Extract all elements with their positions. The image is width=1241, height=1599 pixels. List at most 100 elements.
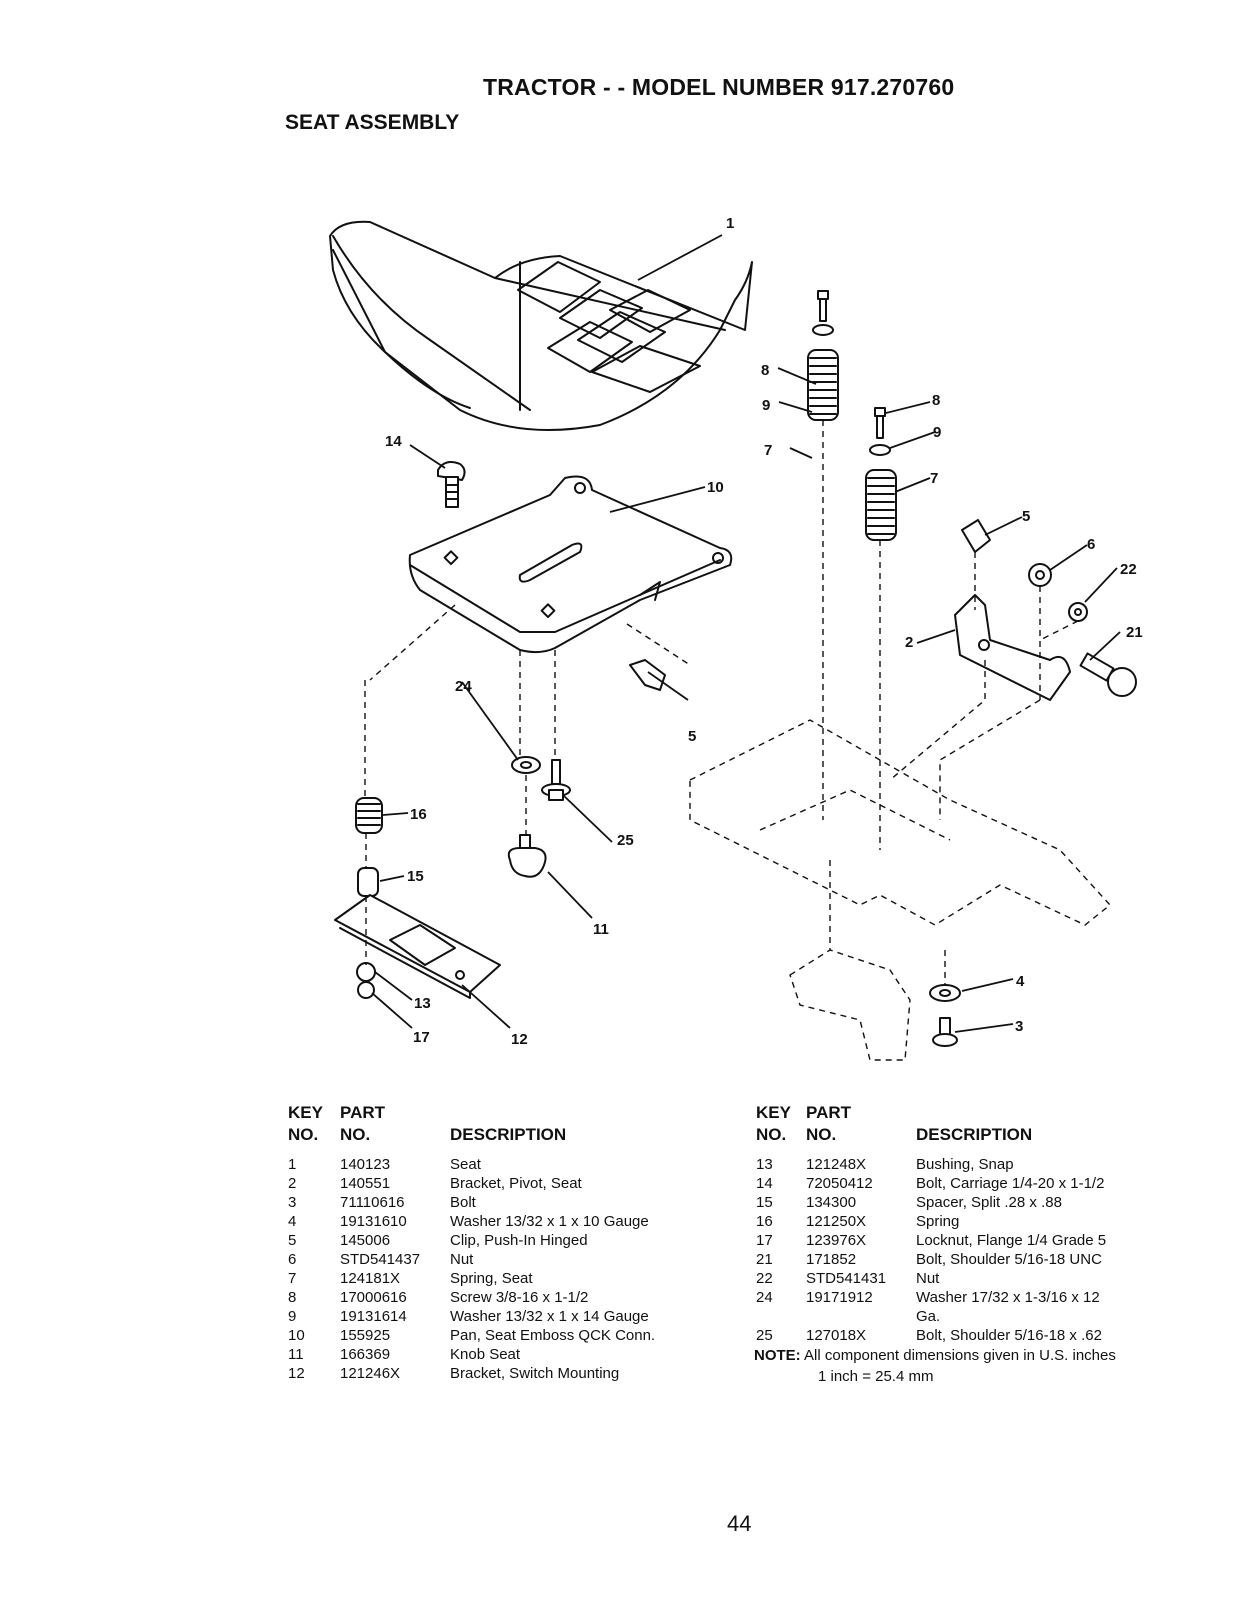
- key-no: 25: [756, 1327, 773, 1344]
- bolt-3-drawing: [932, 1017, 958, 1047]
- description: Screw 3/8-16 x 1-1/2: [450, 1289, 589, 1306]
- part-no: 19131610: [340, 1213, 407, 1230]
- part-no: 171852: [806, 1251, 857, 1268]
- key-no: 5: [288, 1232, 297, 1249]
- header-description: DESCRIPTION: [916, 1125, 1033, 1144]
- callout-11: 11: [593, 921, 609, 938]
- part-no: 121248X: [806, 1156, 867, 1173]
- callout-15: 15: [407, 868, 424, 885]
- leader-lines: [371, 234, 1121, 1033]
- callout-6: 6: [1087, 536, 1095, 553]
- header-description: DESCRIPTION: [450, 1125, 567, 1144]
- callout-16: 16: [410, 806, 427, 823]
- callout-5-left: 5: [688, 728, 696, 745]
- knob-drawing: [507, 834, 547, 878]
- description: Pan, Seat Emboss QCK Conn.: [450, 1327, 656, 1344]
- header-part: PART: [340, 1103, 386, 1122]
- header-part: PART: [806, 1103, 852, 1122]
- callout-8-right: 8: [932, 392, 940, 409]
- key-no: 1: [288, 1156, 297, 1173]
- description: Bolt, Carriage 1/4-20 x 1-1/2: [916, 1175, 1105, 1192]
- bolt-21-drawing: [1079, 652, 1137, 697]
- callout-9-left: 9: [762, 397, 770, 414]
- header-key: KEY: [288, 1103, 323, 1122]
- part-no: 145006: [340, 1232, 391, 1249]
- key-no: 4: [288, 1213, 297, 1230]
- part-no: 155925: [340, 1327, 391, 1344]
- part-no: 140123: [340, 1156, 391, 1173]
- part-no: 140551: [340, 1175, 391, 1192]
- callout-8-left: 8: [761, 362, 769, 379]
- part-no: 19131614: [340, 1308, 407, 1325]
- key-no: 7: [288, 1270, 297, 1287]
- callout-25: 25: [617, 832, 634, 849]
- callout-10: 10: [707, 479, 724, 496]
- description: Spring, Seat: [450, 1270, 533, 1287]
- callout-13: 13: [414, 995, 431, 1012]
- nut-6-drawing: [1028, 563, 1052, 587]
- description: Washer 13/32 x 1 x 10 Gauge: [450, 1213, 649, 1230]
- callout-12: 12: [511, 1031, 528, 1048]
- callout-21: 21: [1126, 624, 1143, 641]
- description: Bolt, Shoulder 5/16-18 x .62: [916, 1327, 1102, 1344]
- callout-2: 2: [905, 634, 913, 651]
- description: Spring: [916, 1213, 960, 1230]
- description: Bracket, Switch Mounting: [450, 1365, 620, 1382]
- page-number: 44: [727, 1511, 752, 1536]
- spring-stack-right-drawing: [865, 407, 897, 541]
- part-no: 121246X: [340, 1365, 401, 1382]
- key-no: 16: [756, 1213, 773, 1230]
- key-no: 2: [288, 1175, 297, 1192]
- part-no: STD541431: [806, 1270, 887, 1287]
- part-no: 17000616: [340, 1289, 407, 1306]
- key-no: 3: [288, 1194, 297, 1211]
- clip-right-drawing: [961, 519, 991, 553]
- spring-stack-left-drawing: [807, 290, 839, 421]
- header-key-no: NO.: [756, 1125, 787, 1144]
- description: Ga.: [916, 1308, 941, 1325]
- callout-17: 17: [413, 1029, 430, 1046]
- description: Locknut, Flange 1/4 Grade 5: [916, 1232, 1107, 1249]
- description: Knob Seat: [450, 1346, 521, 1363]
- key-no: 8: [288, 1289, 297, 1306]
- description: Spacer, Split .28 x .88: [916, 1194, 1062, 1211]
- callout-5-right: 5: [1022, 508, 1030, 525]
- callout-labels: 1 8 9 8 9 7 7 14 10 5 6 22 21 2 24 5 16 …: [385, 215, 1143, 1048]
- washer-4-drawing: [929, 984, 961, 1002]
- callout-3: 3: [1015, 1018, 1023, 1035]
- part-no: 71110616: [340, 1194, 405, 1211]
- description: Washer 13/32 x 1 x 14 Gauge: [450, 1308, 649, 1325]
- key-no: 13: [756, 1156, 773, 1173]
- carriage-bolt-drawing: [437, 461, 466, 508]
- part-no: 121250X: [806, 1213, 867, 1230]
- key-no: 14: [756, 1175, 773, 1192]
- callout-1: 1: [726, 215, 734, 232]
- description: Clip, Push-In Hinged: [450, 1232, 588, 1249]
- header-part-no: NO.: [806, 1125, 837, 1144]
- switch-bracket-drawing: [334, 894, 501, 999]
- seat-drawing: [329, 220, 753, 431]
- callout-24: 24: [455, 678, 472, 695]
- spacer-drawing: [357, 867, 379, 897]
- key-no: 21: [756, 1251, 773, 1268]
- key-no: 6: [288, 1251, 297, 1268]
- bushing-drawing: [356, 962, 376, 982]
- key-no: 9: [288, 1308, 297, 1325]
- description: Nut: [450, 1251, 474, 1268]
- note-label: NOTE:: [754, 1347, 801, 1364]
- dimensions-note: NOTE: All component dimensions given in …: [754, 1347, 1116, 1364]
- header-part-no: NO.: [340, 1125, 371, 1144]
- part-no: 124181X: [340, 1270, 401, 1287]
- description: Bushing, Snap: [916, 1156, 1014, 1173]
- part-no: 19171912: [806, 1289, 873, 1306]
- description: Bracket, Pivot, Seat: [450, 1175, 582, 1192]
- part-no: STD541437: [340, 1251, 421, 1268]
- description: Bolt: [450, 1194, 476, 1211]
- locknut-drawing: [357, 981, 375, 999]
- key-no: 15: [756, 1194, 773, 1211]
- callout-7-left: 7: [764, 442, 772, 459]
- key-no: 12: [288, 1365, 305, 1382]
- description: Washer 17/32 x 1-3/16 x 12: [916, 1289, 1100, 1306]
- note-text: All component dimensions given in U.S. i…: [804, 1347, 1116, 1364]
- callout-14: 14: [385, 433, 402, 450]
